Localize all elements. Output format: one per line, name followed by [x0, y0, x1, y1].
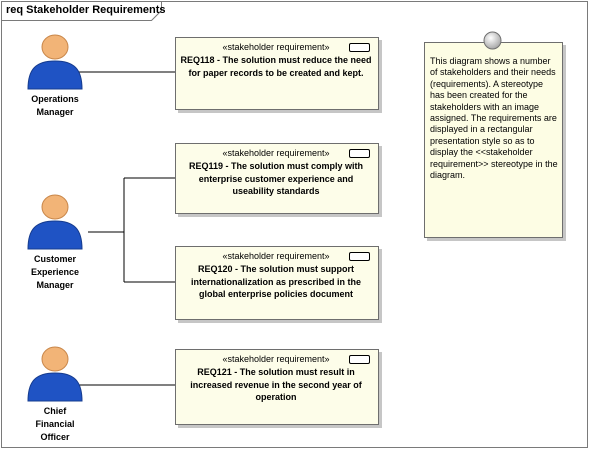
actor-label: Customer Experience Manager: [30, 254, 80, 290]
requirement-text: REQ120 - The solution must support inter…: [190, 264, 362, 299]
requirement-req118[interactable]: «stakeholder requirement» REQ118 - The s…: [175, 37, 379, 110]
requirement-req121[interactable]: «stakeholder requirement» REQ121 - The s…: [175, 349, 379, 425]
requirement-marker-icon: [349, 43, 370, 52]
actor-label: Chief Financial Officer: [35, 406, 75, 442]
requirement-text: REQ121 - The solution must result in inc…: [190, 367, 362, 402]
diagram-title-tab: req Stakeholder Requirements: [1, 1, 166, 21]
stakeholder-person-icon: [27, 346, 83, 402]
requirement-stereotype: «stakeholder requirement»: [222, 354, 330, 364]
actor-customer-experience-manager[interactable]: Customer Experience Manager: [0, 193, 110, 292]
requirement-stereotype: «stakeholder requirement»: [222, 42, 330, 52]
title-tab-outline: [1, 1, 162, 21]
requirement-marker-icon: [349, 149, 370, 158]
diagram-title: req Stakeholder Requirements: [6, 4, 166, 16]
requirement-marker-icon: [349, 355, 370, 364]
requirement-text: REQ119 - The solution must comply with e…: [188, 161, 364, 196]
requirement-req120[interactable]: «stakeholder requirement» REQ120 - The s…: [175, 246, 379, 320]
actor-operations-manager[interactable]: Operations Manager: [0, 33, 110, 119]
requirement-marker-icon: [349, 252, 370, 261]
diagram-note[interactable]: This diagram shows a number of stakehold…: [424, 42, 563, 238]
stakeholder-person-icon: [27, 34, 83, 90]
note-text: This diagram shows a number of stakehold…: [430, 56, 558, 181]
stakeholder-person-icon: [27, 194, 83, 250]
actor-label: Operations Manager: [31, 94, 79, 117]
requirement-text: REQ118 - The solution must reduce the ne…: [180, 55, 372, 78]
requirement-stereotype: «stakeholder requirement»: [222, 251, 330, 261]
requirement-stereotype: «stakeholder requirement»: [222, 148, 330, 158]
note-pin-icon: [483, 31, 502, 50]
actor-chief-financial-officer[interactable]: Chief Financial Officer: [0, 345, 110, 444]
requirement-req119[interactable]: «stakeholder requirement» REQ119 - The s…: [175, 143, 379, 214]
